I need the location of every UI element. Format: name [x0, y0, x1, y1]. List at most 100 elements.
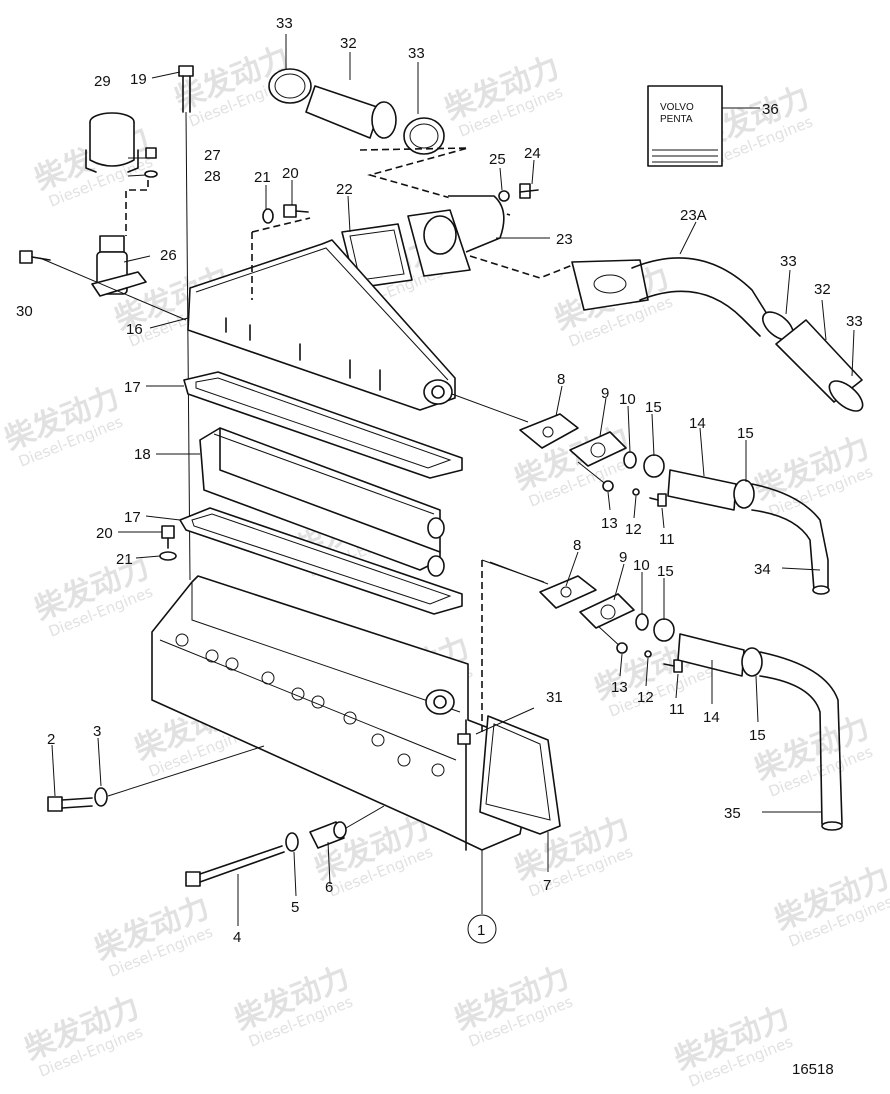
- callout-10a: 10: [619, 391, 636, 408]
- nut-27: [145, 147, 157, 159]
- callout-15c: 15: [657, 563, 674, 580]
- callout-13a: 13: [601, 515, 618, 532]
- dash-29-26: [125, 180, 149, 236]
- callout-30: 30: [16, 303, 33, 320]
- leader-lines: [51, 34, 855, 926]
- screw-20b: [161, 525, 175, 539]
- bolt-4: [185, 805, 385, 887]
- callout-19: 19: [130, 71, 147, 88]
- callout-7: 7: [543, 877, 551, 894]
- callout-33a: 33: [276, 15, 293, 32]
- callout-16: 16: [126, 321, 143, 338]
- callout-32b: 32: [814, 281, 831, 298]
- callout-11a: 11: [659, 531, 675, 548]
- callout-28: 28: [204, 168, 221, 185]
- washer-21b: [159, 551, 177, 561]
- callout-21a: 21: [254, 169, 271, 186]
- callout-3: 3: [93, 723, 101, 740]
- callout-29: 29: [94, 73, 111, 90]
- washer-28: [144, 170, 158, 178]
- callout-25: 25: [489, 151, 506, 168]
- washer-21a: [262, 208, 274, 224]
- callout-23A: 23A: [680, 207, 707, 224]
- callout-22: 22: [336, 181, 353, 198]
- drawing-lines: VOLVO PENTA: [19, 65, 864, 887]
- sensor-26: [91, 235, 147, 297]
- callout-33c: 33: [780, 253, 797, 270]
- booklet-36: VOLVO PENTA: [647, 85, 723, 167]
- callout-34: 34: [754, 561, 771, 578]
- callout-20a: 20: [282, 165, 299, 182]
- callout-12b: 12: [637, 689, 654, 706]
- hose-32-top: [268, 68, 445, 155]
- sensor-29: [85, 112, 139, 173]
- bolt-19: [178, 65, 194, 581]
- bolt-30: [19, 250, 187, 321]
- callout-4: 4: [233, 929, 241, 946]
- callout-23: 23: [556, 231, 573, 248]
- callout-20b: 20: [96, 525, 113, 542]
- callout-2: 2: [47, 731, 55, 748]
- callout-35: 35: [724, 805, 741, 822]
- screw-20a: [283, 204, 297, 218]
- cooler-18: [199, 427, 445, 577]
- callout-6: 6: [325, 879, 333, 896]
- bolt-2: [47, 745, 265, 812]
- callout-13b: 13: [611, 679, 628, 696]
- callout-18: 18: [134, 446, 151, 463]
- gasket-17-upper: [183, 371, 463, 479]
- callout-9b: 9: [619, 549, 627, 566]
- callout-5: 5: [291, 899, 299, 916]
- gasket-7: [479, 715, 561, 835]
- booklet-line2: PENTA: [660, 114, 693, 125]
- callout-32a: 32: [340, 35, 357, 52]
- callout-21b: 21: [116, 551, 133, 568]
- callout-26: 26: [160, 247, 177, 264]
- callout-8b: 8: [573, 537, 581, 554]
- callout-15b: 15: [737, 425, 754, 442]
- callout-14a: 14: [689, 415, 706, 432]
- callout-11b: 11: [669, 701, 685, 718]
- callout-31: 31: [546, 689, 563, 706]
- callout-14b: 14: [703, 709, 720, 726]
- plug-31: [457, 733, 471, 745]
- line-16-8: [451, 393, 529, 423]
- callout-9a: 9: [601, 385, 609, 402]
- callout-17a: 17: [124, 379, 141, 396]
- callout-labels: 1 2 3 4 5 6 7 8 8 9 9 10 10 11 11 12 12 …: [16, 15, 863, 1078]
- callout-1: 1: [477, 922, 485, 939]
- callout-24: 24: [524, 145, 541, 162]
- callout-33b: 33: [408, 45, 425, 62]
- callout-33d: 33: [846, 313, 863, 330]
- pipe-23A: [571, 257, 864, 412]
- drawing-number: 16518: [792, 1061, 834, 1078]
- manifold-1: [151, 575, 529, 851]
- callout-10b: 10: [633, 557, 650, 574]
- washer-25: [498, 190, 510, 202]
- dash-elbow: [469, 255, 581, 279]
- callout-36: 36: [762, 101, 779, 118]
- callout-8a: 8: [557, 371, 565, 388]
- housing-16: [187, 217, 456, 411]
- dash-hose-top: [359, 147, 511, 216]
- callout-15d: 15: [749, 727, 766, 744]
- callout-15a: 15: [645, 399, 662, 416]
- callout-circle-1: [467, 914, 497, 944]
- booklet-line1: VOLVO: [660, 102, 694, 113]
- elbow-23: [407, 195, 505, 277]
- callout-27: 27: [204, 147, 221, 164]
- callout-17b: 17: [124, 509, 141, 526]
